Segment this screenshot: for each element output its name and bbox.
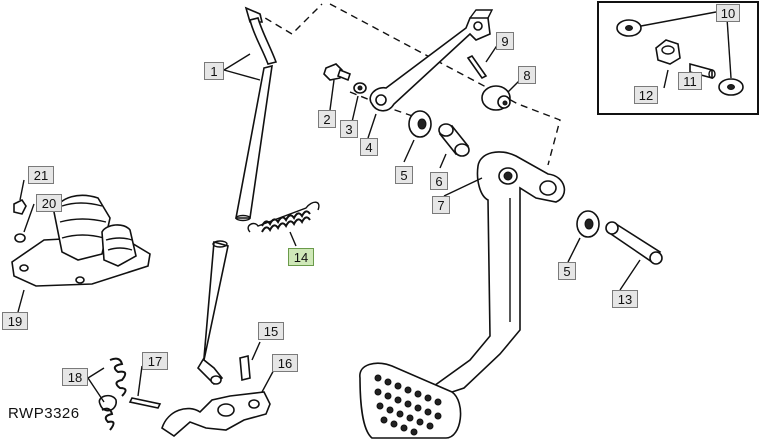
callout-15[interactable]: 15 xyxy=(258,322,284,340)
brake-pedal xyxy=(417,151,566,397)
callout-14[interactable]: 14 xyxy=(288,248,314,266)
control-rod-lower xyxy=(196,240,229,386)
drawing-id-label: RWP3326 xyxy=(8,405,80,422)
callout-1[interactable]: 1 xyxy=(204,62,224,80)
callout-8[interactable]: 8 xyxy=(518,66,536,84)
pin-and-bushing xyxy=(466,54,511,111)
bushing xyxy=(438,123,470,157)
leader-lines xyxy=(17,43,641,403)
callout-5-upper[interactable]: 5 xyxy=(395,166,413,184)
callout-17[interactable]: 17 xyxy=(142,352,168,370)
callout-11[interactable]: 11 xyxy=(678,72,702,90)
boot-plate-assembly xyxy=(11,194,151,287)
callout-19[interactable]: 19 xyxy=(2,312,28,330)
callout-2[interactable]: 2 xyxy=(318,110,336,128)
washer-lower xyxy=(576,210,600,238)
callout-10[interactable]: 10 xyxy=(716,4,740,22)
bolt-and-washer xyxy=(323,63,367,94)
callout-9[interactable]: 9 xyxy=(496,32,514,50)
callout-21[interactable]: 21 xyxy=(28,166,54,184)
return-spring xyxy=(247,201,320,233)
pivot-pin xyxy=(605,221,663,265)
link-bracket xyxy=(369,9,494,112)
washer-upper xyxy=(408,110,432,138)
callout-20[interactable]: 20 xyxy=(36,194,62,212)
callout-5-lower[interactable]: 5 xyxy=(558,262,576,280)
callout-16[interactable]: 16 xyxy=(272,354,298,372)
pedal-pad xyxy=(359,362,462,439)
callout-7[interactable]: 7 xyxy=(432,196,450,214)
callout-12[interactable]: 12 xyxy=(634,86,658,104)
callout-13[interactable]: 13 xyxy=(612,290,638,308)
control-lever xyxy=(161,354,271,438)
control-rod-upper xyxy=(235,6,278,222)
callout-18[interactable]: 18 xyxy=(62,368,88,386)
callout-6[interactable]: 6 xyxy=(430,172,448,190)
callout-4[interactable]: 4 xyxy=(360,138,378,156)
inset-detail-box xyxy=(597,1,759,115)
callout-3[interactable]: 3 xyxy=(340,120,358,138)
